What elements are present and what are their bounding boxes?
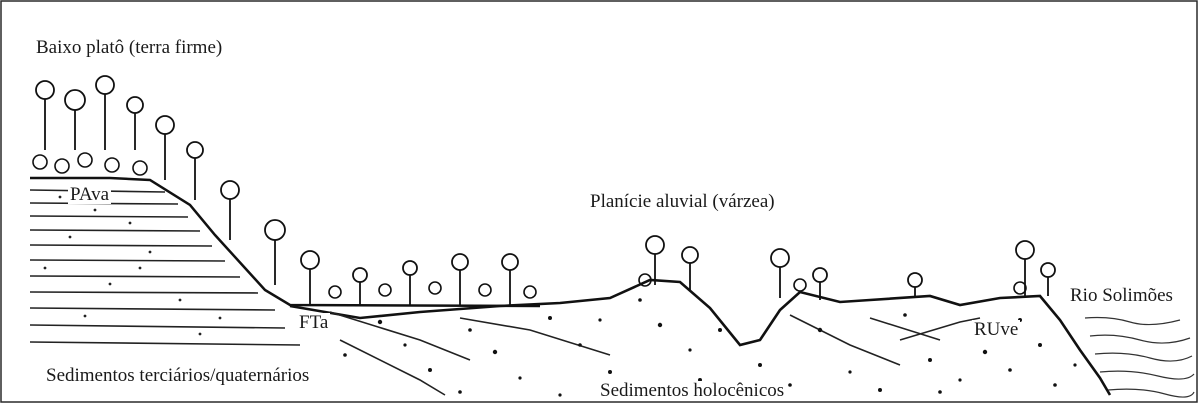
label-soil-fta: FTa — [297, 313, 330, 332]
label-sediments-new: Sedimentos holocênicos — [598, 381, 786, 400]
label-sediments-old: Sedimentos terciários/quaternários — [44, 366, 311, 385]
label-floodplain: Planície aluvial (várzea) — [590, 192, 775, 211]
label-soil-pava: PAva — [68, 185, 111, 204]
label-soil-ruve: RUve — [972, 320, 1020, 339]
label-river: Rio Solimões — [1068, 286, 1175, 305]
label-plateau: Baixo platô (terra firme) — [36, 38, 222, 57]
